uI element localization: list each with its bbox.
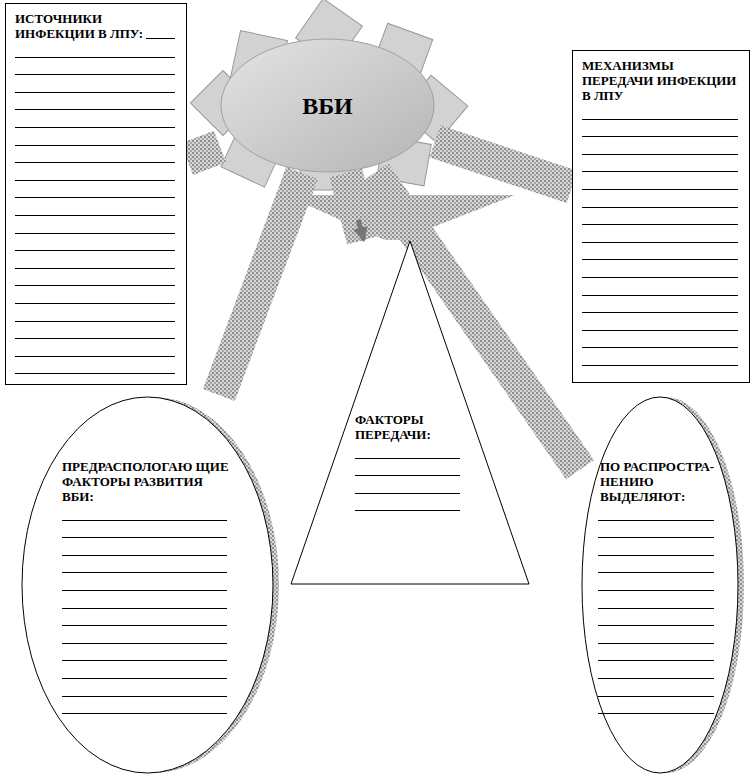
ellipse-outline [580, 395, 740, 775]
fill-line [582, 224, 738, 225]
fill-line [355, 510, 460, 511]
fill-line [582, 277, 738, 278]
node-label: ИСТОЧНИКИ ИНФЕКЦИИ В ЛПУ: [15, 11, 177, 41]
fill-line [15, 321, 175, 322]
fill-line [15, 145, 175, 146]
fill-line [582, 330, 738, 331]
node-label: ВБИ [220, 92, 435, 120]
fill-line [15, 338, 175, 339]
fill-line [15, 303, 175, 304]
fill-line [62, 625, 227, 626]
hatched-band [435, 141, 572, 187]
fill-line [15, 127, 175, 128]
fill-line [15, 285, 175, 286]
fill-line [582, 365, 738, 366]
fill-line [15, 250, 175, 251]
fill-line [62, 678, 227, 679]
fill-line [598, 660, 714, 661]
hatched-band [187, 147, 220, 160]
factors-triangle: ФАКТОРЫ ПЕРЕДАЧИ: [290, 240, 530, 585]
fill-line [582, 259, 738, 260]
fill-line [582, 312, 738, 313]
node-label: МЕХАНИЗМЫ ПЕРЕДАЧИ ИНФЕКЦИИ В ЛПУ [582, 58, 738, 103]
fill-line [15, 356, 175, 357]
fill-line [598, 643, 714, 644]
ellipse-outline [20, 395, 275, 775]
fill-line [15, 233, 175, 234]
fill-line [355, 475, 460, 476]
fill-line [15, 268, 175, 269]
fill-line [598, 625, 714, 626]
mechanisms-box: МЕХАНИЗМЫ ПЕРЕДАЧИ ИНФЕКЦИИ В ЛПУ [572, 50, 750, 383]
sun-rays [190, 0, 467, 190]
node-label: ПРЕДРАСПОЛОГАЮ ЩИЕ ФАКТОРЫ РАЗВИТИЯ ВБИ: [62, 459, 234, 504]
node-label: ФАКТОРЫ ПЕРЕДАЧИ: [355, 412, 467, 442]
fill-line [582, 347, 738, 348]
fill-line [582, 295, 738, 296]
hatched-band [219, 173, 302, 395]
fill-line [146, 38, 175, 39]
fill-line [62, 660, 227, 661]
main-ellipse: ВБИ [220, 38, 435, 173]
fill-line [582, 189, 738, 190]
rect-outline [5, 3, 187, 385]
fill-line [582, 207, 738, 208]
node-label: ПО РАСПРОСТРА- НЕНИЮ ВЫДЕЛЯЮТ: [600, 459, 722, 504]
sources-box: ИСТОЧНИКИ ИНФЕКЦИИ В ЛПУ: [5, 3, 187, 385]
fill-line [598, 608, 714, 609]
fill-line [598, 590, 714, 591]
fill-line [355, 458, 460, 459]
fill-line [15, 197, 175, 198]
fill-line [62, 537, 227, 538]
arrow-head [358, 220, 363, 240]
fill-line [62, 590, 227, 591]
fill-line [15, 180, 175, 181]
fill-line [598, 555, 714, 556]
fill-line [15, 162, 175, 163]
fill-line [15, 92, 175, 93]
fill-line [62, 696, 227, 697]
fill-line [355, 493, 460, 494]
fill-line [598, 678, 714, 679]
fill-line [582, 136, 738, 137]
fill-line [598, 520, 714, 521]
fill-line [598, 537, 714, 538]
spread-ellipse: ПО РАСПРОСТРА- НЕНИЮ ВЫДЕЛЯЮТ: [580, 395, 740, 775]
fill-line [62, 713, 227, 714]
fill-line [62, 643, 227, 644]
fill-line [15, 215, 175, 216]
fill-line [15, 57, 175, 58]
fill-line [582, 171, 738, 172]
fill-line [582, 119, 738, 120]
fill-line [598, 696, 714, 697]
fill-line [15, 109, 175, 110]
fill-line [582, 154, 738, 155]
fill-line [598, 572, 714, 573]
fill-line [15, 373, 175, 374]
fill-line [62, 520, 227, 521]
fill-line [62, 608, 227, 609]
fill-line [62, 572, 227, 573]
fill-line [62, 555, 227, 556]
fill-line [598, 713, 714, 714]
fill-line [15, 74, 175, 75]
fill-line [582, 242, 738, 243]
predisposing-ellipse: ПРЕДРАСПОЛОГАЮ ЩИЕ ФАКТОРЫ РАЗВИТИЯ ВБИ: [20, 395, 275, 775]
